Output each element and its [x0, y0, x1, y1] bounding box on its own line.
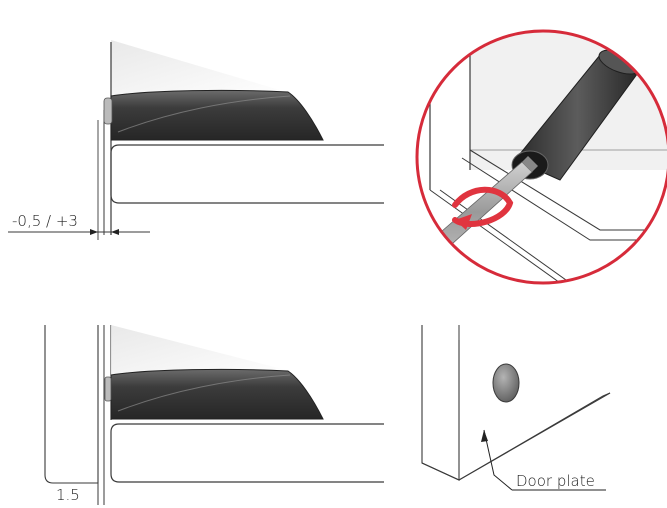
door-panel	[44, 325, 99, 484]
door-plate-disc	[492, 363, 520, 403]
gap-label: 1.5	[56, 486, 80, 504]
shelf-outline	[110, 423, 384, 483]
latch-plunger-tip	[104, 376, 112, 402]
latch-highlight	[117, 95, 291, 133]
door-plate-label: Door plate	[516, 472, 595, 490]
latch-housing	[110, 368, 324, 420]
arrow-icon	[111, 229, 119, 235]
latch-housing	[110, 89, 324, 141]
door-plate-view: Door plate	[421, 325, 611, 491]
door-panel-front	[421, 325, 460, 481]
magnifier-ring	[415, 29, 667, 285]
rotation-arrow-icon	[452, 186, 514, 227]
arrow-icon	[90, 229, 98, 235]
shelf-outline	[110, 144, 384, 204]
leader-arrow-icon	[483, 429, 513, 491]
cabinet-wall-shade	[111, 40, 290, 95]
latch-plunger-tip	[103, 97, 113, 125]
tolerance-label: -0,5 / +3	[12, 212, 78, 230]
bottom-left-side-view: 1.5	[44, 325, 384, 505]
top-left-side-view: -0,5 / +3	[8, 40, 384, 240]
magnified-adjustment-view	[415, 29, 667, 285]
